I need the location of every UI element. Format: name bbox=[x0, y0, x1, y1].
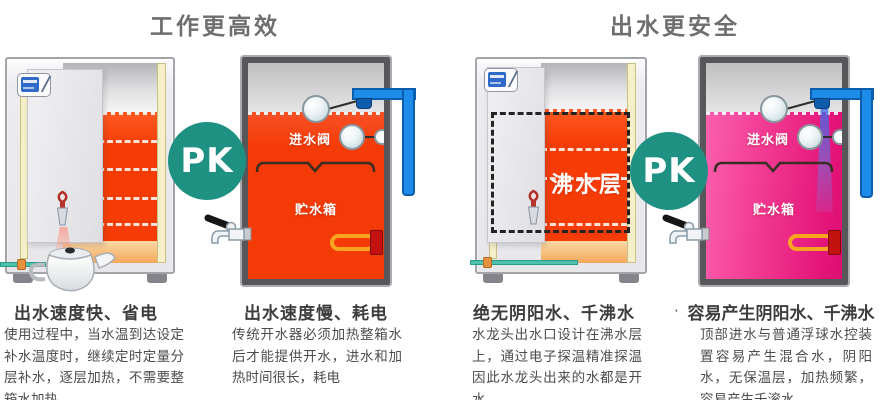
kettle-icon bbox=[28, 247, 116, 292]
caption-body-slow-output: 传统开水器必须加热整箱水后才能提供开水，进水和加热时间很长，耗电 bbox=[232, 327, 402, 386]
caption-title-slow-output: 出水速度慢、耗电 bbox=[244, 304, 388, 324]
caption-title-no-mixed-water: 绝无阴阳水、千沸水 bbox=[473, 304, 635, 324]
cabinet-foot bbox=[147, 274, 167, 283]
layer-divider-dash bbox=[541, 177, 627, 180]
inlet-pipe-teal bbox=[470, 260, 578, 265]
faucet-icon bbox=[204, 214, 252, 244]
section-header-efficiency: 工作更高效 bbox=[150, 14, 280, 40]
cabinet-foot bbox=[483, 274, 503, 283]
float-valve-nozzle bbox=[374, 129, 384, 145]
heating-element-cap bbox=[828, 230, 841, 255]
tank-brace bbox=[255, 161, 376, 173]
boiling-water-layer bbox=[541, 109, 627, 244]
tank-base-layer bbox=[541, 241, 627, 263]
faucet-icon bbox=[662, 214, 710, 244]
float-ball bbox=[760, 95, 788, 123]
boiling-layer-label: 沸水层 bbox=[550, 173, 623, 198]
layer-divider-dash bbox=[63, 197, 157, 200]
tap-icon bbox=[527, 189, 540, 225]
cabinet-foot bbox=[13, 274, 33, 283]
water-surface-wave bbox=[541, 109, 627, 112]
inlet-valve-label: 进水阀 bbox=[288, 133, 331, 148]
lcd-screen bbox=[21, 77, 39, 92]
cabinet-foot bbox=[619, 274, 639, 283]
inlet-pipe-horizontal bbox=[810, 88, 874, 100]
caption-title-mixed-water-risk: 容易产生阴阳水、千沸水 bbox=[687, 304, 875, 324]
inlet-pipe-vertical bbox=[402, 88, 415, 196]
inlet-valve-fitting bbox=[814, 98, 830, 109]
hot-water-stream bbox=[55, 227, 72, 253]
float-ball bbox=[302, 95, 330, 123]
inlet-pipe-vertical bbox=[860, 88, 873, 198]
pipe-joint bbox=[17, 259, 26, 270]
layer-divider-dash bbox=[63, 168, 157, 171]
caption-body-fast-output: 使用过程中，当水温到达设定补水温度时，继续定时定量分层补水，逐层加热，不需要整箱… bbox=[4, 327, 184, 400]
water-tank bbox=[541, 63, 627, 263]
pk-badge-2: PK bbox=[630, 132, 708, 210]
tank-air-gap bbox=[541, 63, 627, 109]
control-panel-display bbox=[17, 73, 52, 97]
storage-tank-label: 贮水箱 bbox=[752, 203, 795, 218]
float-ball bbox=[797, 124, 823, 150]
insulation-strip-right bbox=[157, 63, 166, 263]
inlet-valve-label: 进水阀 bbox=[746, 133, 789, 148]
smart-boiler-illustration-1 bbox=[0, 57, 175, 292]
smart-boiler-illustration-2: 沸水层 bbox=[470, 57, 647, 283]
pipe-joint bbox=[483, 257, 492, 268]
layer-divider-dash bbox=[541, 223, 627, 226]
caption-body-mixed-water-risk: 顶部进水与普通浮球水控装置容易产生混合水，阴阳水，无保温层，加热频繁，容易产生千… bbox=[700, 327, 872, 400]
pk-badge-1: PK bbox=[168, 122, 246, 200]
inlet-pipe-horizontal bbox=[352, 88, 416, 100]
section-header-safety: 出水更安全 bbox=[610, 14, 740, 40]
float-ball bbox=[339, 124, 365, 150]
caption-body-no-mixed-water: 水龙头出水口设计在沸水层上，通过电子探温精准探温因此水龙头出来的水都是开水 bbox=[472, 327, 642, 400]
heating-element-cap bbox=[370, 230, 383, 255]
tap-icon bbox=[56, 190, 69, 226]
control-panel-display bbox=[484, 68, 519, 92]
traditional-tank-illustration-1: 进水阀 贮水箱 bbox=[204, 57, 416, 285]
layer-divider-dash bbox=[63, 140, 157, 143]
tank-brace bbox=[713, 161, 834, 173]
cold-water-stream bbox=[816, 100, 833, 212]
water-surface-wave bbox=[63, 112, 157, 115]
caption-bullet: · bbox=[674, 302, 679, 320]
inlet-valve-fitting bbox=[356, 98, 372, 109]
layer-divider-dash bbox=[63, 223, 157, 226]
lcd-screen bbox=[488, 72, 506, 87]
caption-title-fast-output: 出水速度快、省电 bbox=[14, 304, 158, 324]
boiling-zone-outline bbox=[491, 112, 630, 233]
float-valve-nozzle bbox=[832, 129, 842, 145]
storage-tank-label: 贮水箱 bbox=[294, 203, 337, 218]
traditional-tank-illustration-2: 进水阀 贮水箱 bbox=[662, 57, 874, 285]
layer-divider-dash bbox=[541, 148, 627, 151]
